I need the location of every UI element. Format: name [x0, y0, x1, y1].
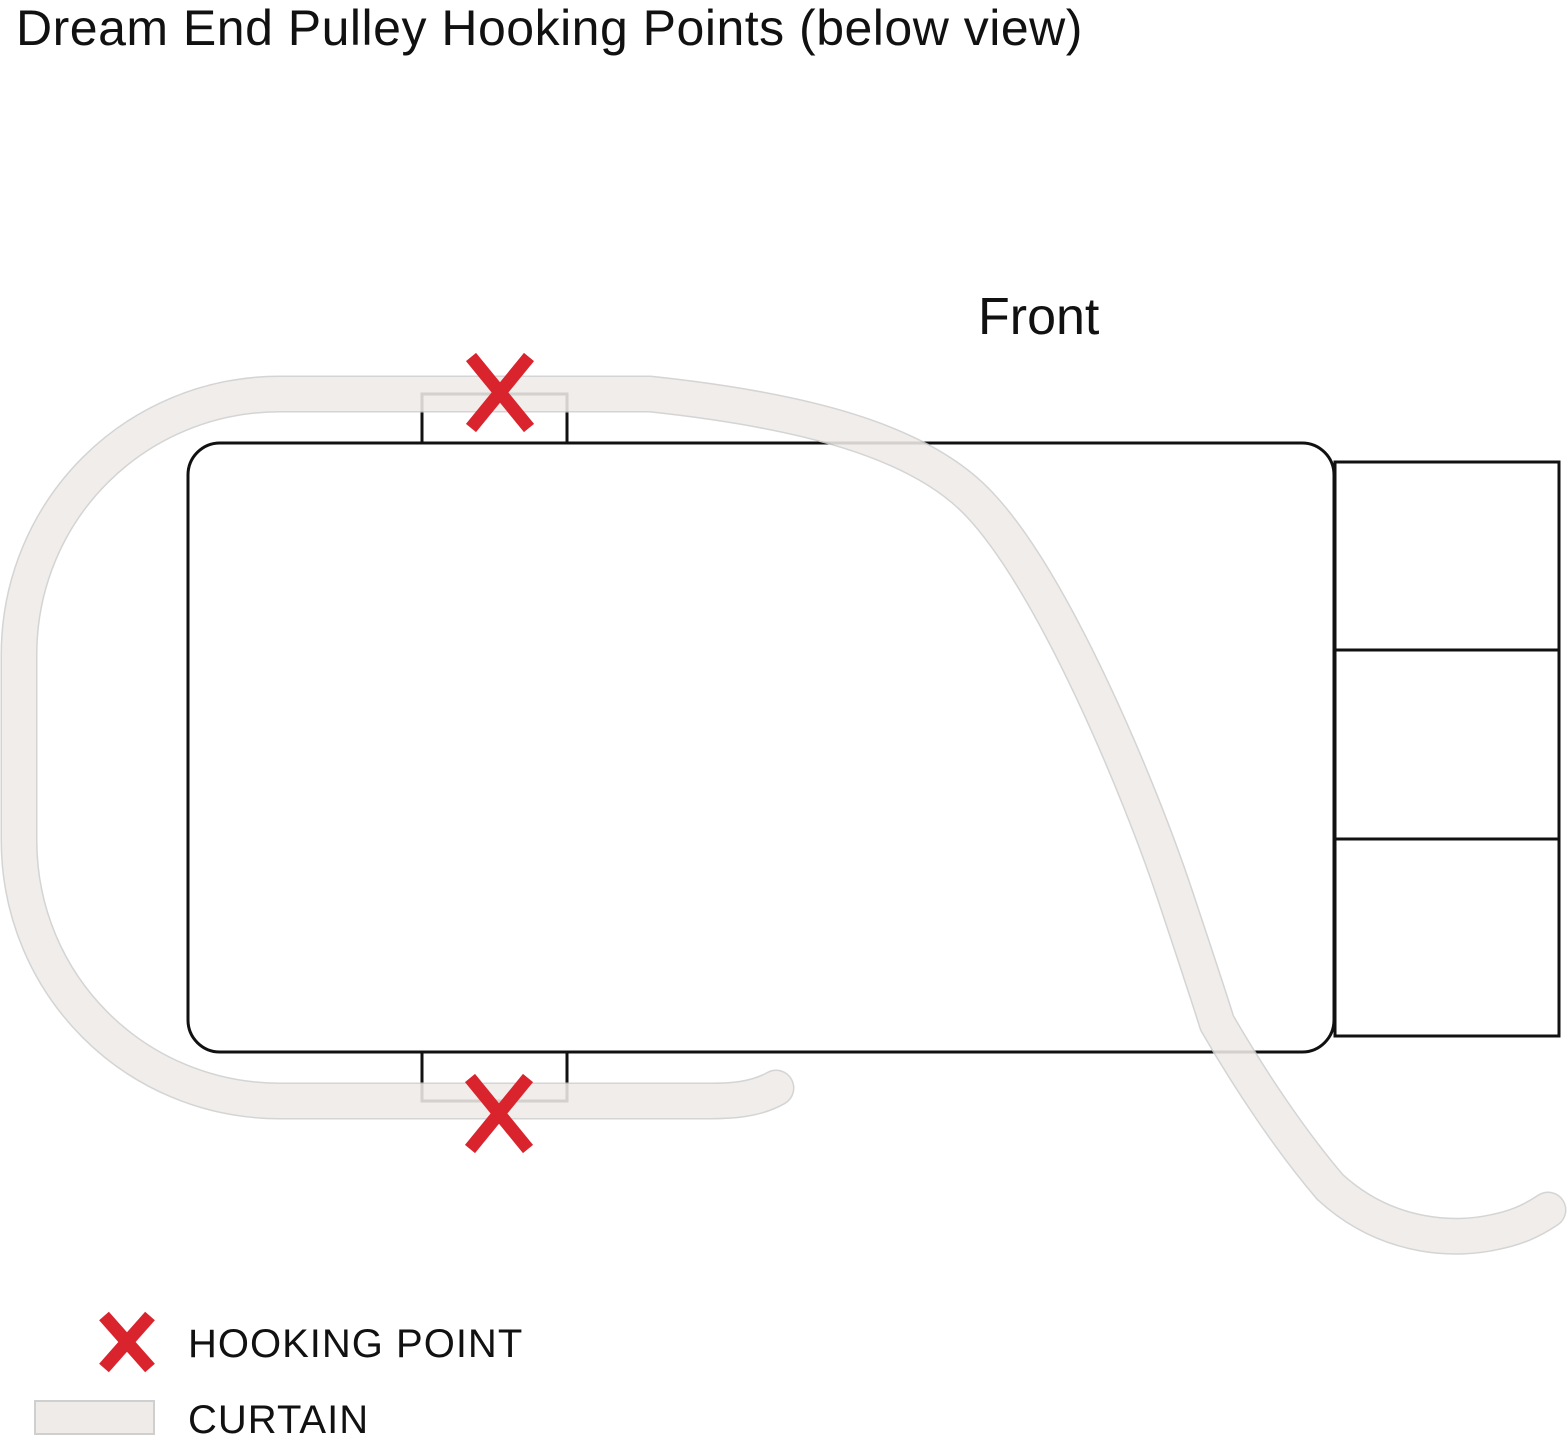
cab-section-middle	[1333, 648, 1561, 841]
vehicle-body	[186, 441, 1336, 1054]
page-title: Dream End Pulley Hooking Points (below v…	[16, 0, 1083, 56]
cab-section-bottom	[1333, 837, 1561, 1038]
legend-hooking-point-label: HOOKING POINT	[188, 1322, 524, 1366]
x-mark-icon	[99, 1311, 155, 1373]
curtain-band	[19, 394, 1548, 1236]
hook-mark-rear	[464, 1073, 534, 1154]
hook-mark-front	[465, 352, 535, 433]
vehicle-outline	[186, 392, 1561, 1103]
cab-section-top	[1333, 460, 1561, 652]
legend-curtain-label: CURTAIN	[188, 1398, 370, 1442]
front-label: Front	[978, 288, 1100, 346]
curtain-swatch-icon	[34, 1400, 155, 1435]
